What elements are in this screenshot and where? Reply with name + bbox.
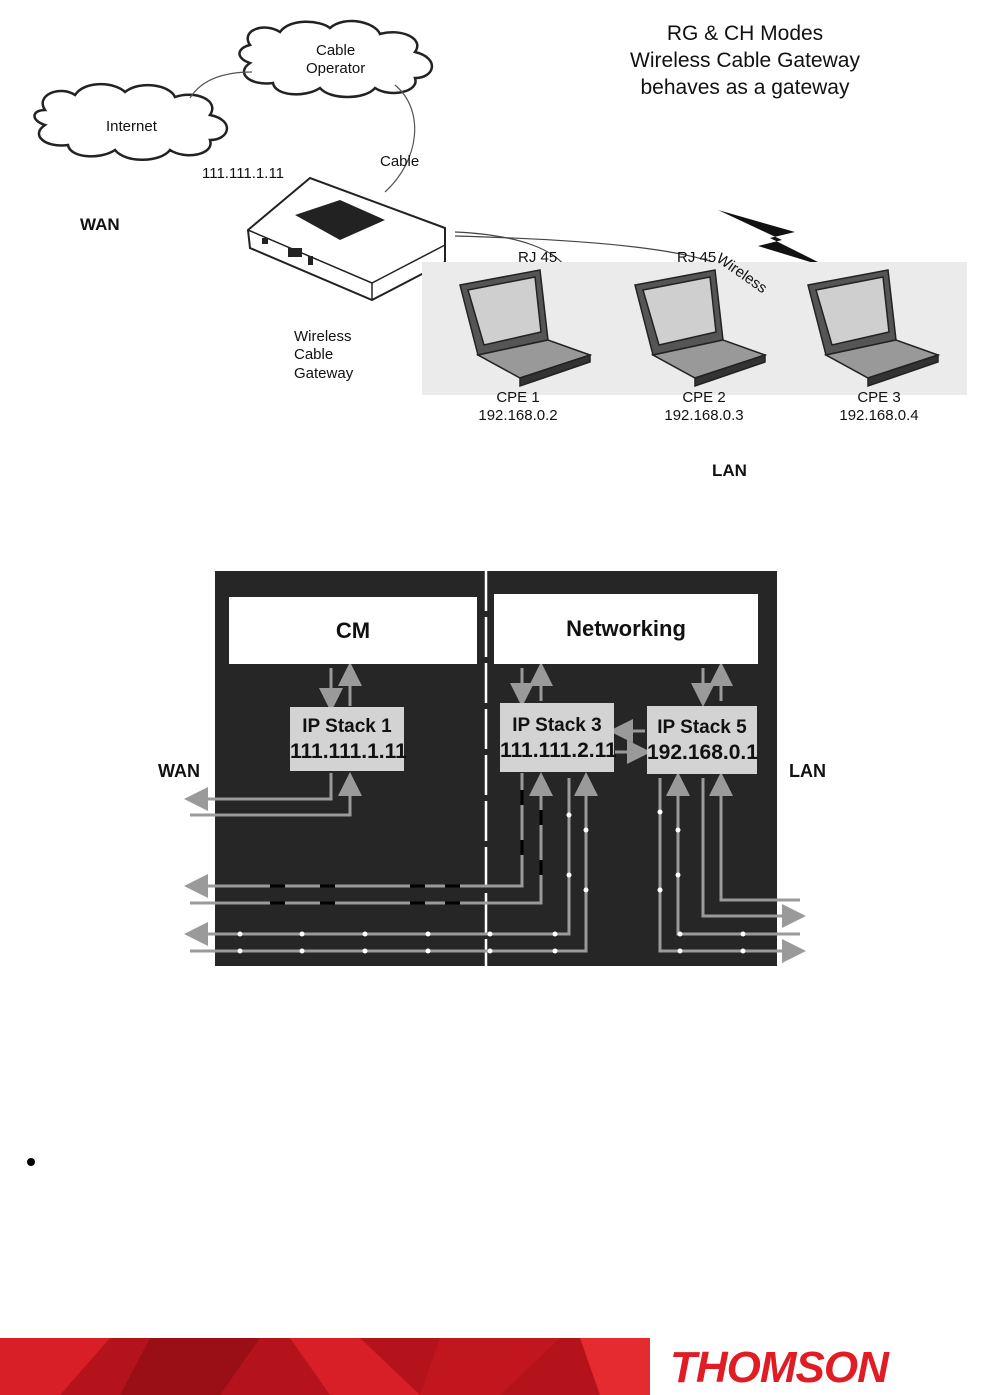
cpe-1-label: CPE 1 192.168.0.2 xyxy=(478,389,558,424)
cm-box: CM xyxy=(229,597,477,664)
thomson-logo: THOMSON xyxy=(670,1343,889,1392)
wireless-bolt xyxy=(718,210,830,268)
cable-label: Cable xyxy=(380,153,420,170)
diagram-title: RG & CH Modes Wireless Cable Gateway beh… xyxy=(630,22,860,99)
rj45-label-1: RJ 45 xyxy=(518,249,558,266)
bottom-lan-label: LAN xyxy=(789,761,826,781)
network-topology-diagram xyxy=(33,19,967,395)
wan-ip-label: 111.111.1.11 xyxy=(202,165,285,182)
cpe-2-label: CPE 2 192.168.0.3 xyxy=(664,389,744,424)
bottom-wan-label: WAN xyxy=(158,761,200,781)
internet-label: Internet xyxy=(106,118,157,135)
ip-stack-1: IP Stack 1 111.111.1.11 xyxy=(290,707,407,771)
ip-stack-5: IP Stack 5 192.168.0.1 xyxy=(647,706,758,774)
footer-banner xyxy=(0,1338,650,1395)
networking-box: Networking xyxy=(494,594,758,664)
gateway-label-2: Cable xyxy=(294,346,334,363)
wan-label: WAN xyxy=(80,215,120,234)
laptop-cpe-2 xyxy=(634,269,768,388)
lan-label: LAN xyxy=(712,461,747,480)
internet-cloud xyxy=(33,82,229,161)
gateway-device xyxy=(246,176,446,302)
bullet-point xyxy=(27,1158,35,1166)
laptop-cpe-3 xyxy=(807,269,941,388)
cable-operator-label-2: Operator xyxy=(306,60,366,77)
ip-stack-3: IP Stack 3 111.111.2.11 xyxy=(500,703,617,772)
gateway-label-3: Gateway xyxy=(294,365,354,382)
cpe-3-label: CPE 3 192.168.0.4 xyxy=(839,389,919,424)
gateway-label-1: Wireless xyxy=(294,328,352,345)
cable-operator-label-1: Cable xyxy=(316,42,356,59)
laptop-cpe-1 xyxy=(459,269,593,388)
cable-operator-cloud xyxy=(238,19,434,99)
rj45-label-2: RJ 45 xyxy=(677,249,717,266)
